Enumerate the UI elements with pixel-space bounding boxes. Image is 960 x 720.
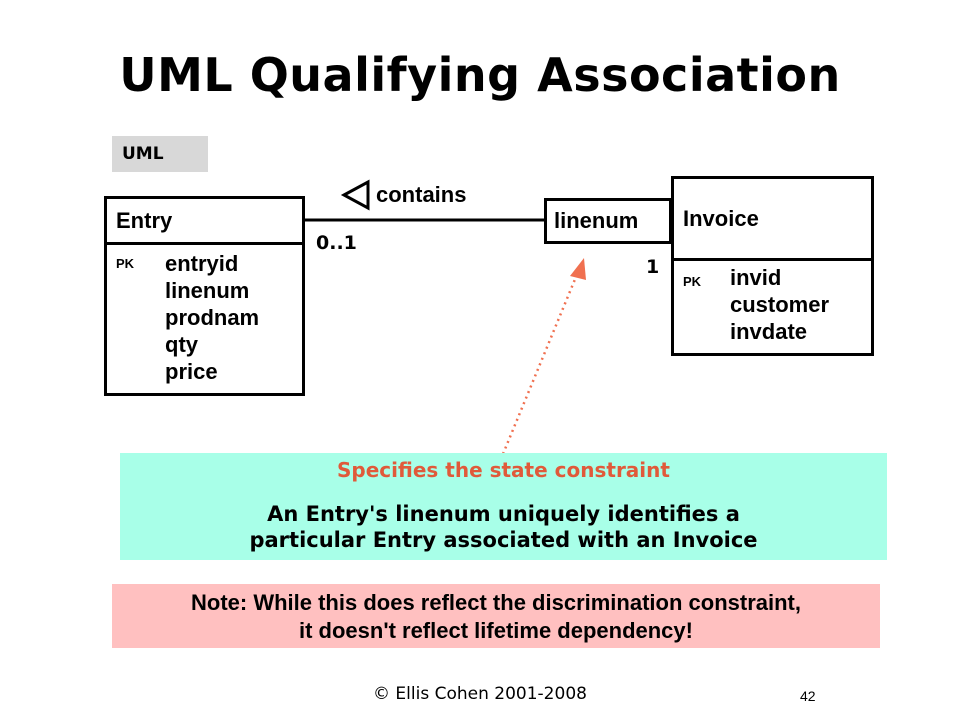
entry-class-box	[104, 196, 305, 396]
invoice-class-divider	[671, 258, 874, 261]
entry-attribute: price	[165, 359, 218, 384]
constraint-line-2: particular Entry associated with an Invo…	[249, 528, 758, 552]
note-box	[112, 584, 880, 648]
constraint-heading: Specifies the state constraint	[337, 458, 670, 482]
copyright-text: © Ellis Cohen 2001-2008	[373, 684, 587, 704]
note-line-2: it doesn't reflect lifetime dependency!	[299, 618, 693, 643]
constraint-line-1: An Entry's linenum uniquely identifies a	[267, 502, 740, 526]
entry-attribute: linenum	[165, 278, 250, 303]
entry-class-divider	[104, 242, 305, 245]
constraint-callout	[120, 453, 887, 560]
invoice-class-box	[671, 176, 874, 356]
entry-attribute: qty	[165, 332, 198, 357]
entry-attribute-list: entryid linenum prodnam qty price	[165, 250, 259, 385]
entry-attribute: prodnam	[165, 305, 260, 330]
invoice-pk-label: PK	[683, 274, 702, 289]
invoice-attribute: customer	[730, 292, 830, 317]
invoice-attribute: invid	[730, 265, 782, 290]
invoice-attribute: invdate	[730, 319, 808, 344]
association-name: contains	[376, 182, 467, 207]
direction-triangle-icon	[340, 179, 370, 211]
qualifier-label: linenum	[554, 208, 639, 233]
entry-pk-label: PK	[116, 256, 135, 271]
pointer-arrowhead-icon	[570, 258, 586, 280]
uml-tag: UML	[112, 136, 208, 172]
invoice-attribute-list: invid customer invdate	[730, 264, 829, 345]
entry-multiplicity: 0..1	[316, 232, 357, 254]
invoice-class-name: Invoice	[683, 206, 759, 231]
note-line-1: Note: While this does reflect the discri…	[191, 590, 801, 615]
qualifier-box	[544, 198, 672, 244]
slide-title: UML Qualifying Association	[119, 48, 841, 102]
entry-attribute: entryid	[165, 251, 239, 276]
page-number: 42	[800, 688, 816, 704]
entry-class-name: Entry	[116, 208, 173, 233]
pointer-line	[501, 271, 580, 455]
invoice-multiplicity: 1	[646, 256, 660, 278]
